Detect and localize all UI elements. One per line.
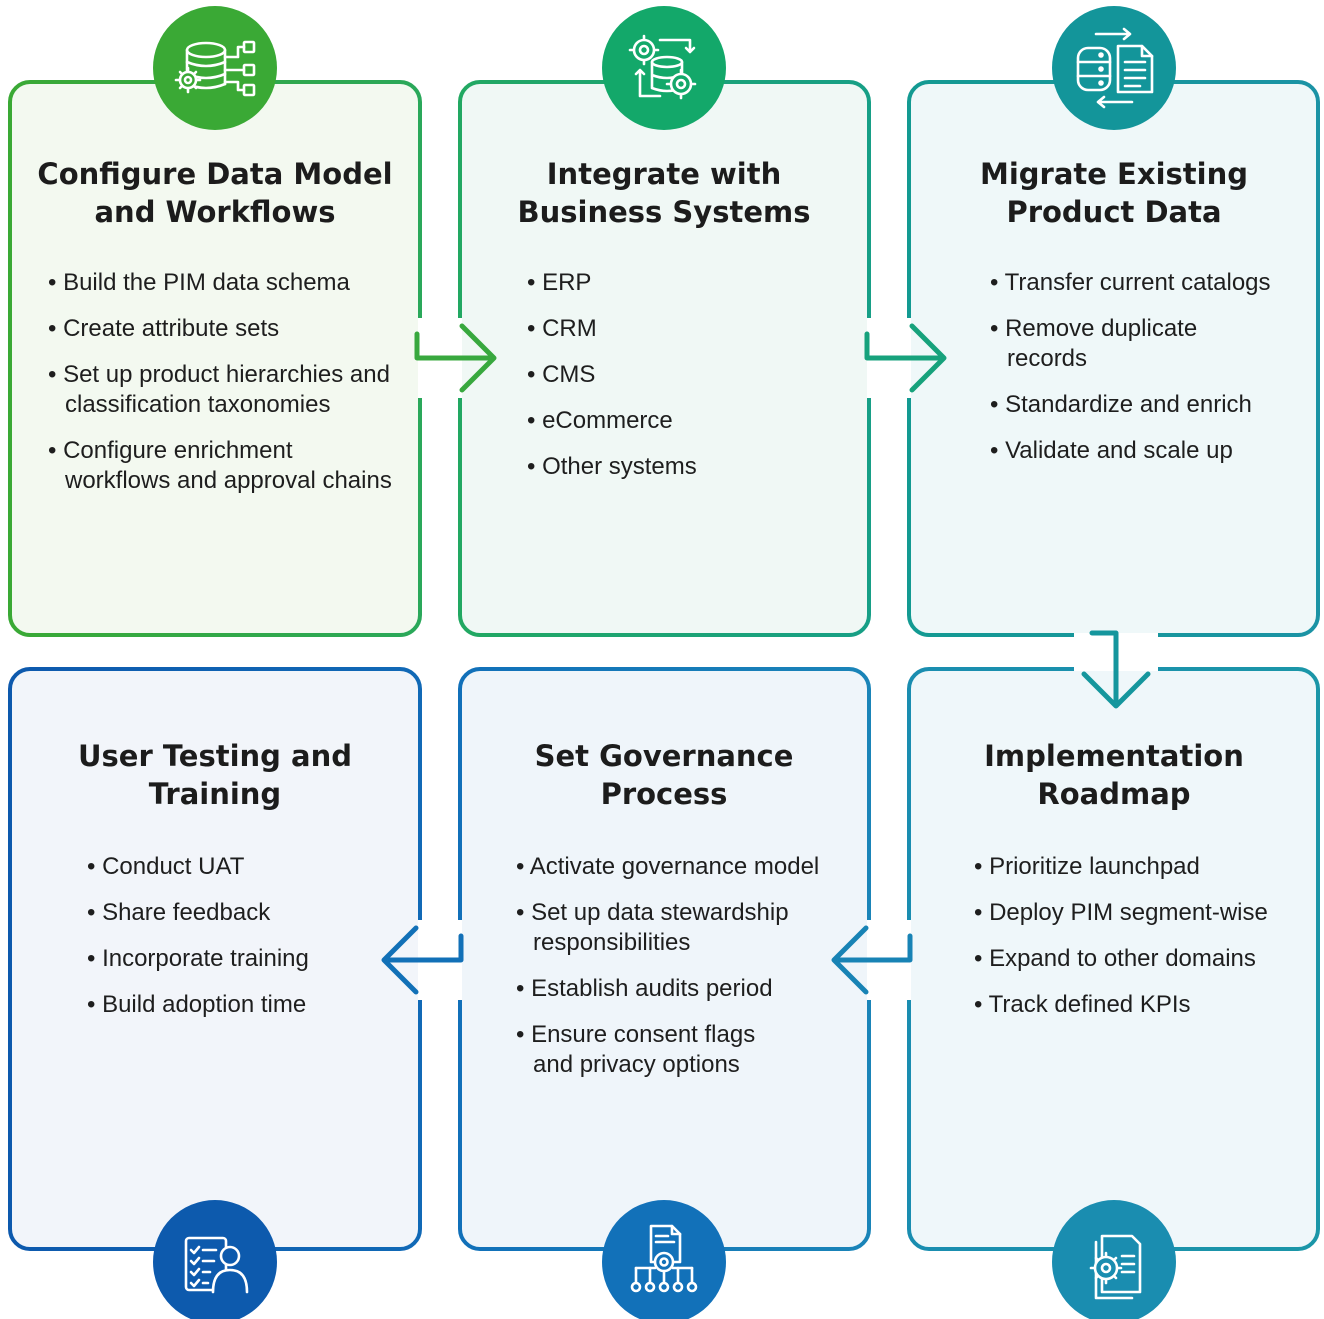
card-bullet-item: • Transfer current catalogs (990, 269, 1271, 296)
card-bullet-item: • Prioritize launchpad (974, 853, 1200, 880)
card-bullet-item: • Validate and scale up (990, 437, 1233, 464)
governance-hierarchy-icon (602, 1200, 726, 1319)
card-bullet-item: • Configure enrichment (48, 437, 293, 464)
card-bullet-item: • Track defined KPIs (974, 991, 1191, 1018)
database-config-icon (153, 6, 277, 130)
icon-circle (1052, 6, 1176, 130)
card-title-line: Set Governance (535, 739, 794, 773)
card-title-line: Business Systems (518, 195, 811, 229)
card-bullet-item: • Activate governance model (516, 853, 819, 880)
card-title-line: User Testing and (78, 739, 352, 773)
text-layer: Configure Data Model and Workflows • Build… (37, 157, 1270, 1078)
card-bullet-item: records (1007, 345, 1087, 372)
card-bullet-item: • Ensure consent flags (516, 1021, 755, 1048)
card-bullet-item: • Deploy PIM segment-wise (974, 899, 1268, 926)
connector-arrow-1 (414, 318, 497, 398)
data-transfer-icon (1052, 6, 1176, 130)
icon-circle (153, 1200, 277, 1319)
card-title-line: Process (601, 777, 728, 811)
connector-arrow-2 (864, 318, 947, 398)
card-bullet-item: • Build adoption time (87, 991, 306, 1018)
card-title-line: Integrate with (547, 157, 781, 191)
card-bullet-item: • Set up data stewardship (516, 899, 789, 926)
card-bullet-item: • Create attribute sets (48, 315, 279, 342)
card-title-line: Roadmap (1037, 777, 1190, 811)
card-bullet-item: • Other systems (527, 453, 697, 480)
card-bullet-item: • Share feedback (87, 899, 271, 926)
database-sync-icon (602, 6, 726, 130)
card-bullet-item: • Build the PIM data schema (48, 269, 351, 296)
card-bullet-item: • Expand to other domains (974, 945, 1256, 972)
card-bullet-item: workflows and approval chains (64, 467, 392, 494)
card-bullet-item: and privacy options (533, 1051, 740, 1078)
document-gear-icon (1052, 1200, 1176, 1319)
connector-arrow-3 (1074, 630, 1158, 709)
card-bullet-item: • Conduct UAT (87, 853, 245, 880)
card-bullet-item: classification taxonomies (65, 391, 330, 418)
card-title-line: Implementation (984, 739, 1244, 773)
card-title-line: Migrate Existing (980, 157, 1248, 191)
card-bullet-item: • Establish audits period (516, 975, 773, 1002)
card-bullet-item: • eCommerce (527, 407, 673, 434)
card-bullet-item: • Standardize and enrich (990, 391, 1252, 418)
card-text-configure: Configure Data Model and Workflows • Build… (37, 157, 392, 494)
card-bullet-item: • Incorporate training (87, 945, 309, 972)
card-bullet-item: • Set up product hierarchies and (48, 361, 390, 388)
card-bullet-item: responsibilities (533, 929, 690, 956)
card-bullet-item: • Remove duplicate (990, 315, 1197, 342)
card-title-line: Configure Data Model (37, 157, 392, 191)
card-bullet-item: • CRM (527, 315, 597, 342)
card-title-line: Product Data (1006, 195, 1221, 229)
card-bullet-item: • ERP (527, 269, 591, 296)
connector-arrow-4 (831, 920, 913, 1000)
connector-arrow-5 (381, 920, 464, 1000)
user-checklist-icon (153, 1200, 277, 1319)
card-title-line: and Workflows (94, 195, 335, 229)
icon-circle (153, 6, 277, 130)
card-title-line: Training (149, 777, 281, 811)
card-bullet-item: • CMS (527, 361, 595, 388)
